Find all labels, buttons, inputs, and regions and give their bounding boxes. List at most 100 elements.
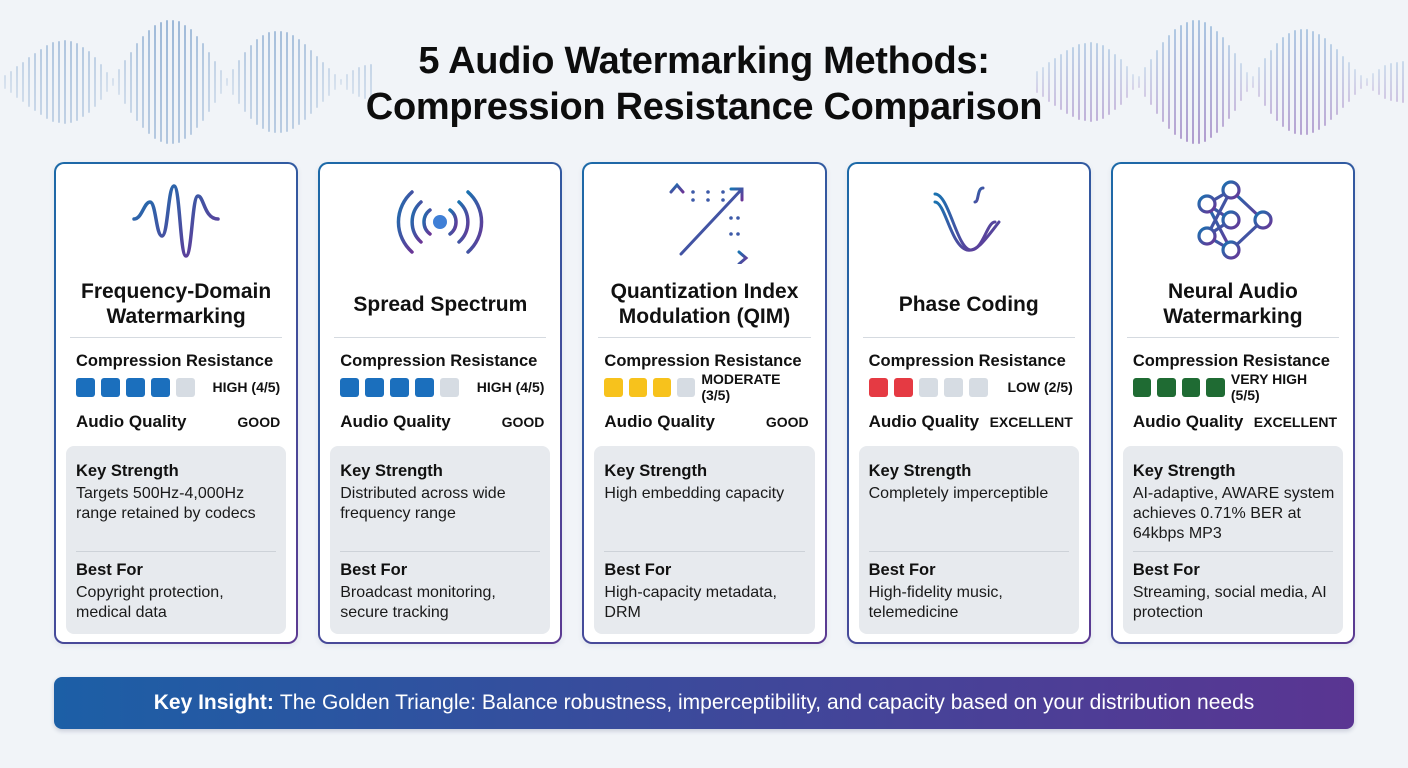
audio-quality-value: EXCELLENT — [989, 414, 1073, 430]
method-cards: Frequency-Domain Watermarking Compressio… — [54, 162, 1355, 644]
key-strength-label: Key Strength — [604, 462, 708, 480]
rating-square-filled — [1181, 377, 1201, 397]
card-neural-audio: Neural Audio Watermarking Compression Re… — [1111, 162, 1355, 644]
key-strength-label: Key Strength — [340, 462, 443, 480]
compression-resistance-label: Compression Resistance — [604, 352, 802, 370]
rating-square-filled — [340, 377, 360, 397]
card-spread-spectrum: Spread Spectrum Compression Resistance H… — [318, 162, 562, 644]
rating-text: LOW (2/5) — [1007, 379, 1073, 395]
audio-quality-value: GOOD — [501, 414, 545, 430]
neural-network-icon — [1197, 180, 1273, 260]
best-for-label: Best For — [340, 561, 408, 579]
divider — [862, 337, 1075, 338]
card-qim: Quantization Index Modulation (QIM) Comp… — [582, 162, 826, 644]
divider — [70, 337, 283, 338]
decorative-soundwave-left — [4, 12, 372, 152]
card-frequency-domain: Frequency-Domain Watermarking Compressio… — [54, 162, 298, 644]
best-for-text: High-capacity metadata, DRM — [604, 584, 777, 621]
rating-square-filled — [652, 377, 672, 397]
rating-square-empty — [176, 377, 195, 397]
card-title: Neural Audio Watermarking — [1163, 280, 1303, 328]
compression-resistance-label: Compression Resistance — [76, 352, 274, 370]
divider — [76, 551, 277, 552]
divider — [868, 551, 1069, 552]
rating-square-empty — [677, 377, 696, 397]
best-for-label: Best For — [604, 561, 672, 579]
key-strength-text: Completely imperceptible — [868, 485, 1049, 502]
best-for-label: Best For — [868, 561, 936, 579]
card-title: Phase Coding — [898, 292, 1039, 316]
rating-square-filled — [1206, 377, 1225, 397]
best-for-text: High-fidelity music, telemedicine — [868, 584, 1003, 621]
compression-rating: VERY HIGH (5/5) — [1132, 371, 1337, 403]
audio-quality-value: GOOD — [765, 414, 809, 430]
divider — [1126, 337, 1340, 338]
key-strength-label: Key Strength — [868, 462, 972, 480]
audio-quality-value: GOOD — [237, 414, 281, 430]
compression-resistance-label: Compression Resistance — [340, 352, 538, 370]
rating-square-filled — [101, 377, 120, 397]
audio-quality-label: Audio Quality — [340, 412, 451, 431]
card-phase-coding: Phase Coding Compression Resistance LOW … — [847, 162, 1091, 644]
compression-rating: LOW (2/5) — [868, 376, 1073, 398]
rating-square-filled — [365, 377, 385, 397]
title-line-1: 5 Audio Watermarking Methods: — [418, 40, 990, 82]
key-strength-label: Key Strength — [76, 462, 179, 480]
divider — [334, 337, 547, 338]
title-line-2: Compression Resistance Comparison — [365, 86, 1043, 128]
key-strength-text: Targets 500Hz-4,000Hz range retained by … — [76, 485, 256, 522]
rating-square-filled — [126, 377, 145, 397]
divider — [340, 551, 541, 552]
quantization-grid-icon — [669, 182, 748, 264]
details-box: Key Strength Targets 500Hz-4,000Hz range… — [66, 446, 287, 634]
rating-square-empty — [918, 377, 938, 397]
rating-square-filled — [893, 377, 913, 397]
card-title: Quantization Index Modulation (QIM) — [610, 280, 799, 328]
broadcast-signal-icon — [397, 190, 484, 254]
card-title: Spread Spectrum — [353, 292, 528, 316]
rating-square-filled — [390, 377, 410, 397]
insight-text: The Golden Triangle: Balance robustness,… — [279, 691, 1255, 714]
audio-quality-label: Audio Quality — [868, 412, 980, 431]
divider — [1132, 551, 1334, 552]
rating-square-filled — [151, 377, 170, 397]
rating-square-filled — [604, 377, 623, 397]
key-insight-banner: Key Insight: The Golden Triangle: Balanc… — [54, 677, 1354, 729]
key-strength-label: Key Strength — [1132, 462, 1236, 480]
insight-label: Key Insight: — [153, 691, 274, 714]
compression-resistance-label: Compression Resistance — [1132, 352, 1330, 370]
best-for-text: Broadcast monitoring, secure tracking — [340, 584, 496, 621]
best-for-label: Best For — [76, 561, 143, 579]
rating-square-empty — [943, 377, 963, 397]
compression-resistance-label: Compression Resistance — [868, 352, 1066, 370]
best-for-text: Copyright protection, medical data — [76, 584, 224, 621]
audio-quality-label: Audio Quality — [1132, 412, 1244, 431]
best-for-text: Streaming, social media, AI protection — [1132, 584, 1327, 621]
rating-square-filled — [1132, 377, 1152, 397]
rating-text: HIGH (4/5) — [212, 379, 281, 395]
rating-square-empty — [440, 377, 460, 397]
details-box: Key Strength Distributed across wide fre… — [330, 446, 551, 634]
audio-quality-value: EXCELLENT — [1253, 414, 1338, 430]
rating-square-empty — [968, 377, 988, 397]
rating-text: VERY HIGH (5/5) — [1230, 371, 1308, 403]
key-strength-text: High embedding capacity — [604, 485, 785, 502]
compression-rating: MODERATE (3/5) — [604, 371, 808, 403]
details-box: Key Strength AI-adaptive, AWARE system a… — [1122, 446, 1344, 634]
rating-square-filled — [76, 377, 95, 397]
card-title: Frequency-Domain Watermarking — [81, 280, 272, 328]
rating-text: MODERATE (3/5) — [701, 371, 781, 403]
rating-square-filled — [415, 377, 435, 397]
divider — [598, 337, 811, 338]
divider — [604, 551, 805, 552]
rating-square-filled — [1157, 377, 1176, 397]
rating-text: HIGH (4/5) — [476, 379, 545, 395]
details-box: Key Strength Completely imperceptible Be… — [858, 446, 1079, 634]
audio-quality-label: Audio Quality — [604, 412, 715, 431]
compression-rating: HIGH (4/5) — [76, 376, 280, 398]
page-title: 5 Audio Watermarking Methods: Compressio… — [0, 38, 1408, 130]
key-strength-text: AI-adaptive, AWARE system achieves 0.71%… — [1132, 485, 1335, 542]
details-box: Key Strength High embedding capacity Bes… — [594, 446, 815, 634]
rating-square-filled — [868, 377, 888, 397]
best-for-label: Best For — [1132, 561, 1200, 579]
